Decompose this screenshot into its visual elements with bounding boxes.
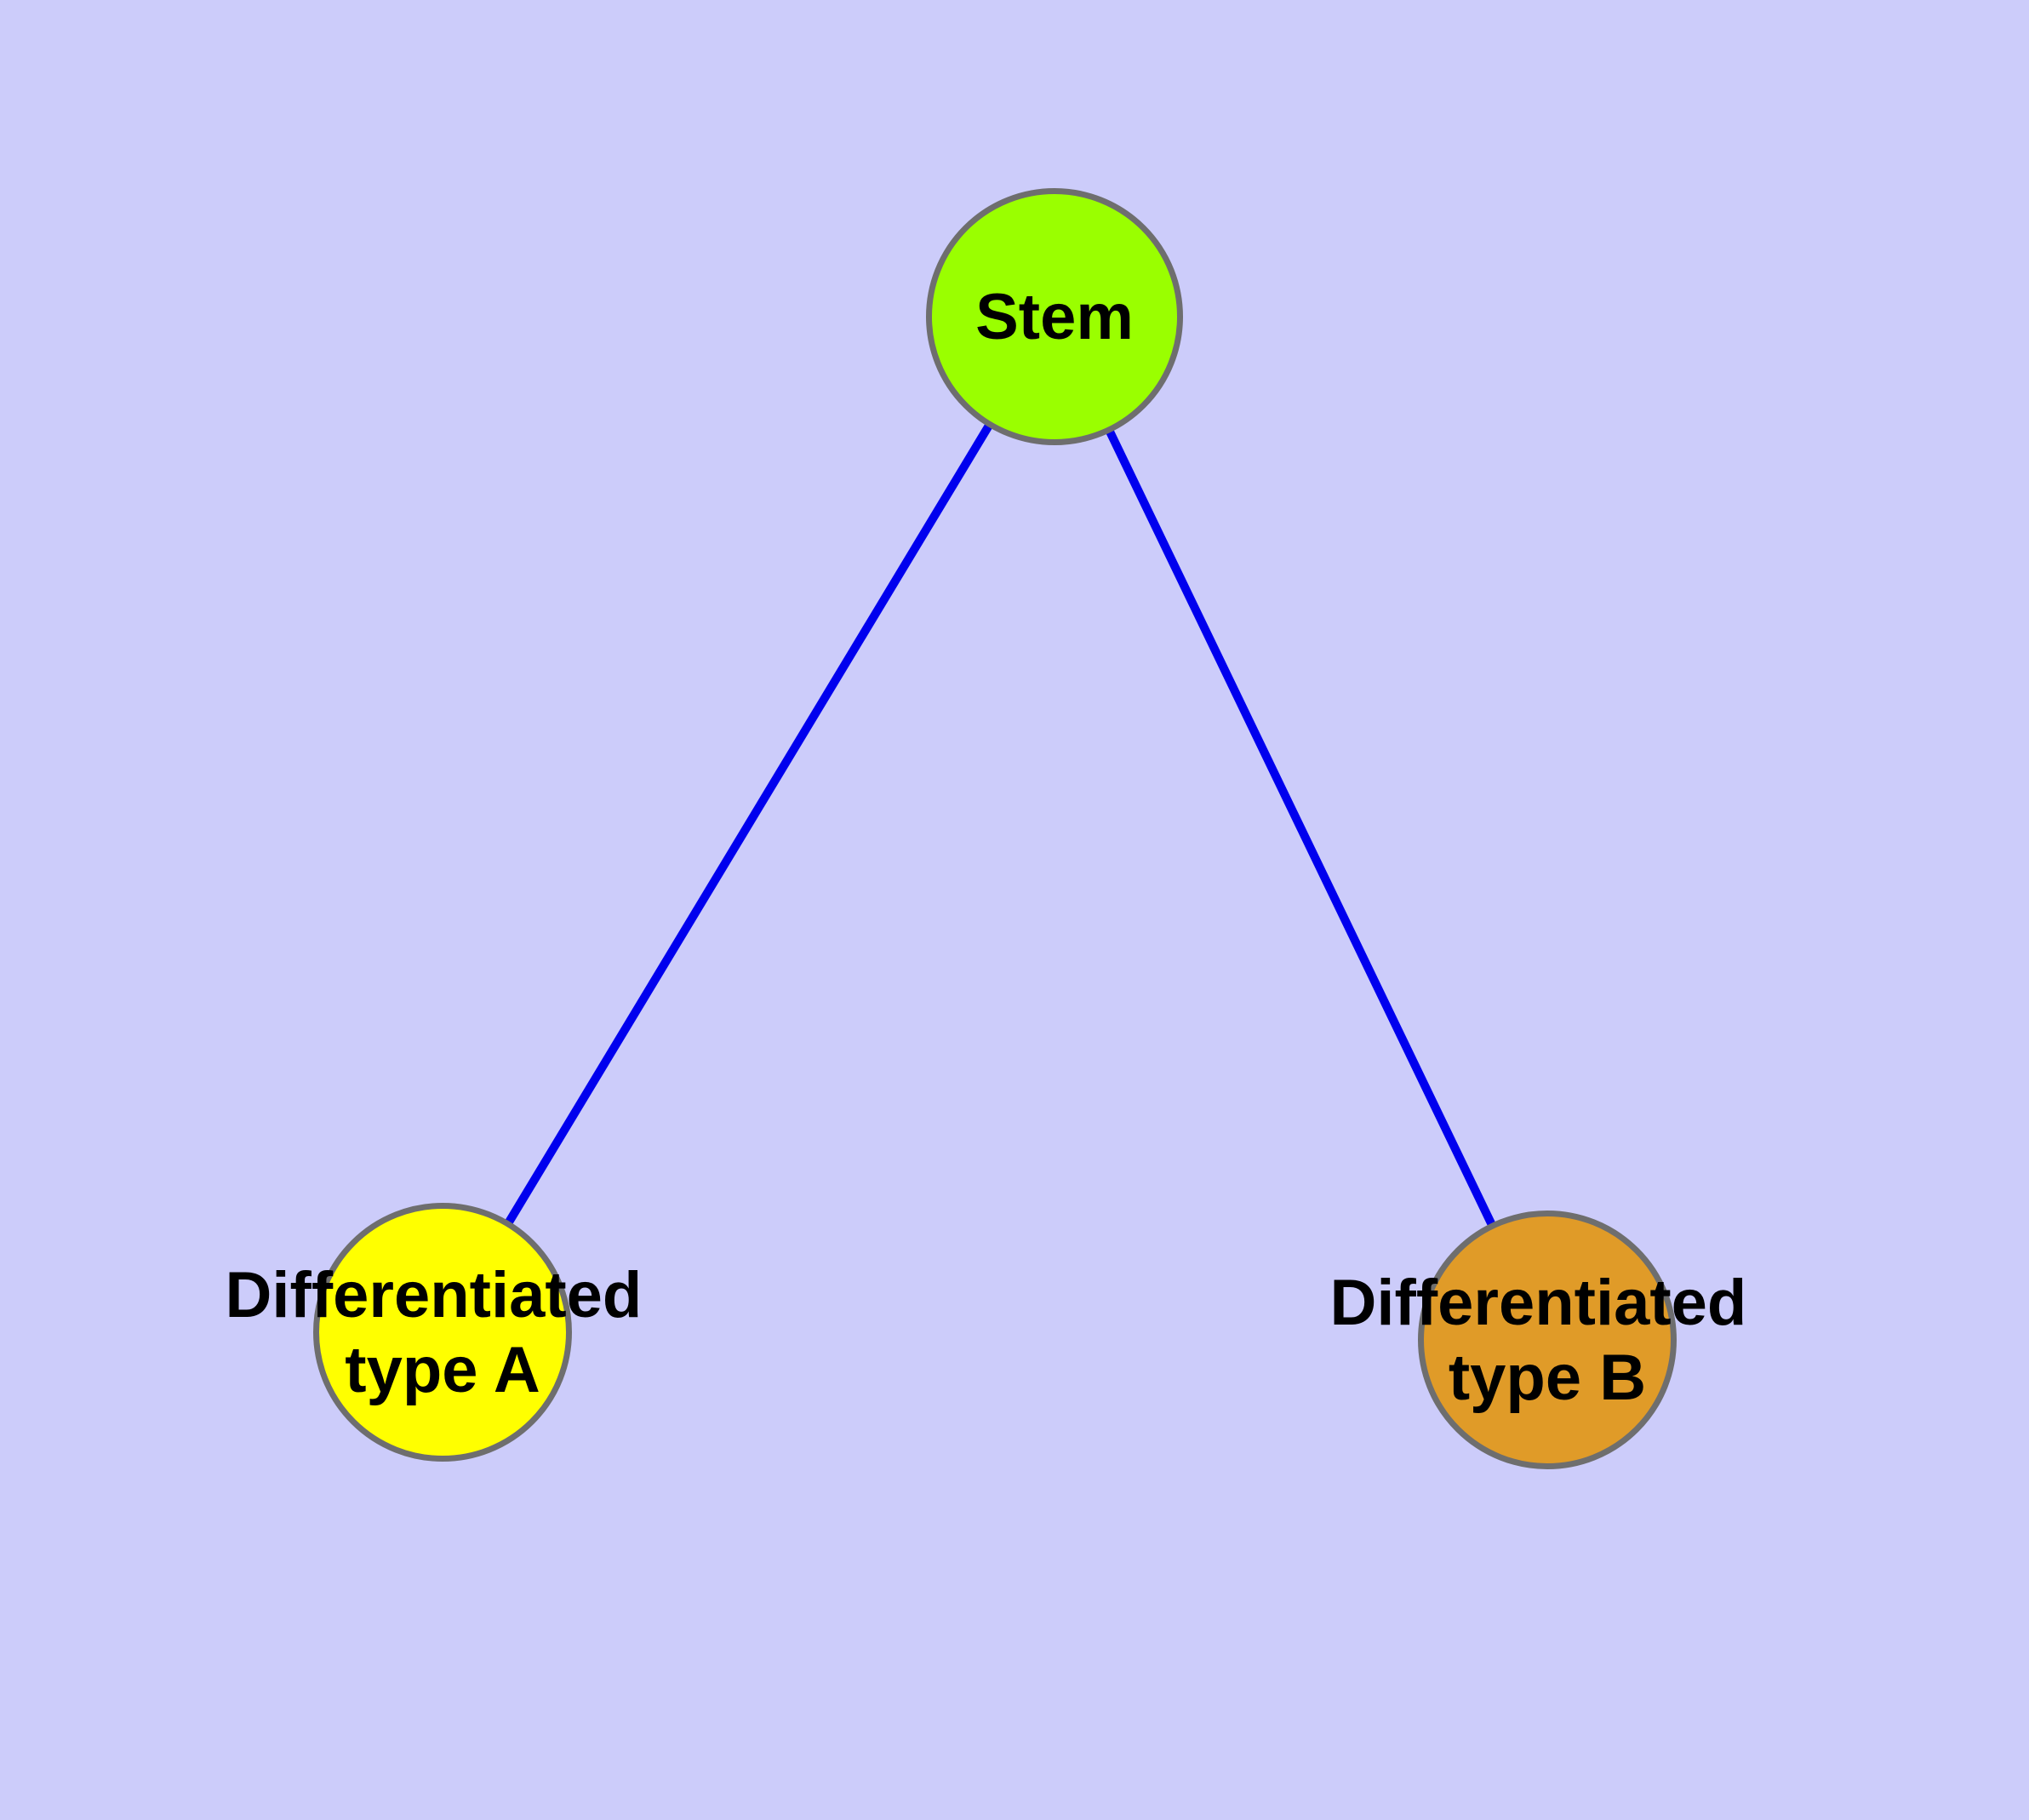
node-differentiated-type-b[interactable] bbox=[1418, 1210, 1677, 1469]
node-differentiated-type-a-label: Differentiated type A bbox=[226, 1258, 660, 1405]
label-layer: Stem Differentiated type A Differentiate… bbox=[226, 281, 1765, 1414]
node-differentiated-type-a-circle[interactable] bbox=[313, 1203, 572, 1462]
node-stem-label: Stem bbox=[975, 281, 1134, 353]
node-stem-circle[interactable] bbox=[926, 188, 1183, 445]
edge-stem-to-differentiated-type-a[interactable] bbox=[504, 421, 994, 1227]
edge-layer bbox=[504, 421, 1497, 1228]
node-differentiated-type-a[interactable] bbox=[313, 1203, 572, 1462]
node-stem-label-line-1: Stem bbox=[975, 281, 1134, 353]
node-differentiated-type-b-label-line-1: Differentiated bbox=[1330, 1266, 1747, 1338]
node-stem[interactable] bbox=[926, 188, 1183, 445]
node-differentiated-type-a-label-line-1: Differentiated bbox=[226, 1258, 643, 1331]
node-layer bbox=[313, 188, 1677, 1469]
node-differentiated-type-b-label: Differentiated type B bbox=[1330, 1266, 1765, 1413]
node-differentiated-type-b-label-line-2: type B bbox=[1449, 1342, 1646, 1414]
node-differentiated-type-b-circle[interactable] bbox=[1418, 1210, 1677, 1469]
node-differentiated-type-a-label-line-2: type A bbox=[345, 1334, 540, 1406]
edge-stem-to-differentiated-type-b[interactable] bbox=[1105, 427, 1497, 1228]
